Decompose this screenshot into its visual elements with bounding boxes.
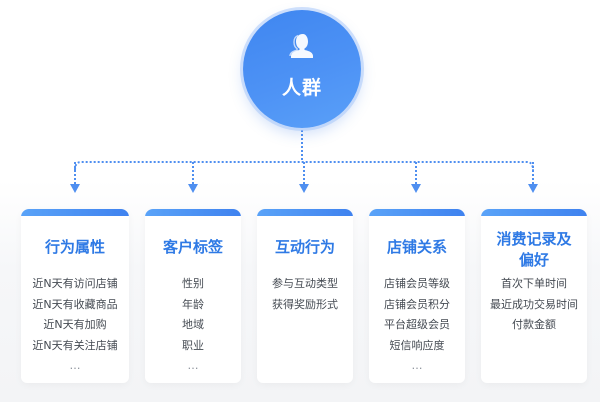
card-item: 最近成功交易时间 [490, 297, 578, 311]
card-item-list: 性别年龄地域职业 … [145, 274, 241, 377]
more-ellipsis: … [411, 359, 423, 372]
card-item: 地域 [182, 318, 204, 331]
card-item: 获得奖励形式 [272, 297, 338, 311]
card-item: 职业 [182, 338, 204, 352]
more-ellipsis: … [69, 359, 81, 372]
card-header-bar [145, 209, 241, 216]
root-node-label: 人群 [281, 77, 322, 99]
card-interaction-behavior[interactable]: 互动行为参与互动类型获得奖励形式 [257, 209, 353, 383]
card-item: 平台超级会员 [384, 318, 450, 331]
more-ellipsis: … [187, 359, 199, 372]
card-item: 近N天有访问店铺 [32, 277, 118, 290]
arrow-down-icon [528, 184, 538, 193]
card-item: 参与互动类型 [272, 277, 338, 290]
card-item: 短信响应度 [389, 338, 445, 352]
card-item: 店铺会员等级 [384, 277, 450, 290]
card-consumption-records[interactable]: 消费记录及偏好首次下单时间最近成功交易时间付款金额 [481, 209, 587, 383]
arrow-down-icon [299, 184, 309, 193]
card-header-bar [21, 209, 129, 216]
card-title: 客户标签 [162, 238, 223, 256]
card-item-list: 近N天有访问店铺近N天有收藏商品近N天有加购近N天有关注店铺 … [21, 274, 129, 377]
card-item: 付款金额 [512, 318, 556, 331]
connector-lines [70, 130, 538, 193]
card-customer-tags[interactable]: 客户标签性别年龄地域职业 … [145, 209, 241, 383]
card-item-list: 参与互动类型获得奖励形式 [257, 274, 353, 315]
card-item: 近N天有加购 [43, 318, 107, 331]
card-item: 近N天有收藏商品 [32, 297, 118, 311]
card-store-relationship[interactable]: 店铺关系店铺会员等级店铺会员积分平台超级会员短信响应度 … [369, 209, 465, 383]
card-item-list: 店铺会员等级店铺会员积分平台超级会员短信响应度 … [369, 274, 465, 377]
card-item: 近N天有关注店铺 [32, 338, 118, 352]
card-item: 年龄 [182, 297, 204, 311]
arrow-down-icon [411, 184, 421, 193]
card-item: 性别 [182, 277, 204, 290]
arrow-down-icon [188, 184, 198, 193]
card-header-bar [481, 209, 587, 216]
card-title: 店铺关系 [386, 238, 447, 256]
card-item: 店铺会员积分 [384, 297, 450, 311]
connector-horizontal [74, 161, 534, 171]
card-header-bar [257, 209, 353, 216]
card-item: 首次下单时间 [501, 277, 567, 290]
card-behavior-attributes[interactable]: 行为属性近N天有访问店铺近N天有收藏商品近N天有加购近N天有关注店铺 … [21, 209, 129, 383]
card-title: 消费记录及偏好 [496, 230, 572, 269]
arrow-down-icon [70, 184, 80, 193]
card-item-list: 首次下单时间最近成功交易时间付款金额 [481, 274, 587, 336]
user-group-icon [289, 34, 313, 58]
card-header-bar [369, 209, 465, 216]
card-title: 互动行为 [274, 238, 335, 256]
card-title: 行为属性 [44, 238, 105, 256]
root-node-audience[interactable]: 人群 [243, 10, 361, 128]
